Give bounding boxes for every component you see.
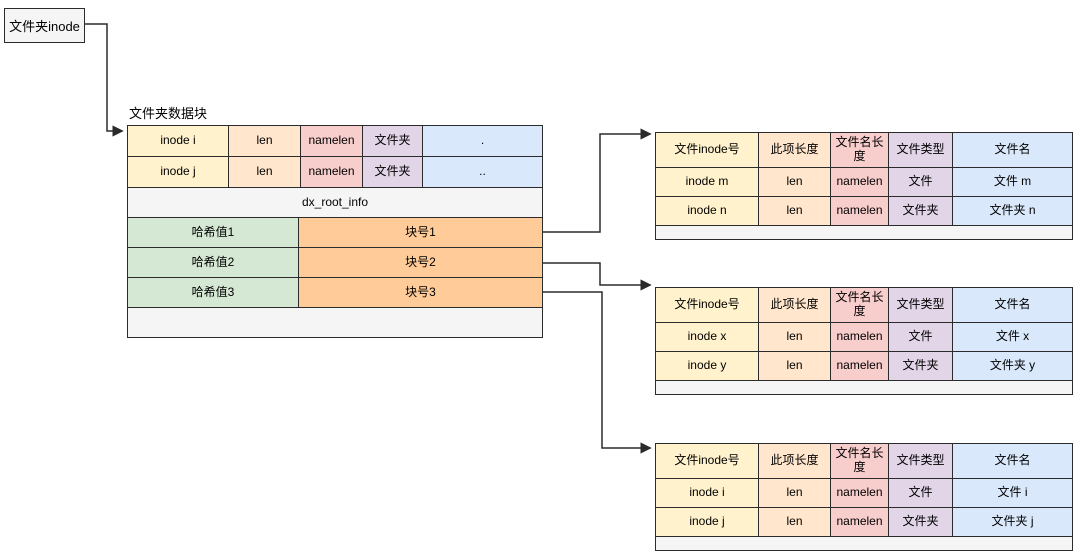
dirent-name-cell: 文件 m bbox=[952, 167, 1073, 196]
arrow-block3-to-table3 bbox=[543, 291, 652, 454]
dirent-len-cell: len bbox=[758, 478, 830, 507]
hash-block-row: 哈希值2 块号2 bbox=[127, 247, 543, 277]
dirent-len-cell: len bbox=[758, 507, 830, 536]
header-inode-cell: 文件inode号 bbox=[655, 287, 758, 322]
header-type-cell: 文件类型 bbox=[888, 443, 952, 478]
empty-cell bbox=[655, 380, 1073, 395]
empty-cell bbox=[655, 225, 1073, 240]
header-row: 文件inode号 此项长度 文件名长度 文件类型 文件名 bbox=[655, 287, 1073, 322]
empty-row bbox=[655, 380, 1073, 395]
empty-row bbox=[655, 536, 1073, 551]
header-namelen-cell: 文件名长度 bbox=[830, 287, 888, 322]
dirent-inode-cell: inode i bbox=[655, 478, 758, 507]
dirent-name-cell: . bbox=[422, 125, 543, 156]
dirent-row: inode i len namelen 文件夹 . bbox=[127, 125, 543, 156]
dirent-inode-cell: inode j bbox=[655, 507, 758, 536]
dirent-namelen-cell: namelen bbox=[830, 478, 888, 507]
dirent-row: inode x len namelen 文件 文件 x bbox=[655, 322, 1073, 351]
dirent-type-cell: 文件夹 bbox=[888, 351, 952, 380]
dx-root-info-cell: dx_root_info bbox=[127, 187, 543, 217]
header-len-cell: 此项长度 bbox=[758, 443, 830, 478]
dirent-type-cell: 文件 bbox=[888, 478, 952, 507]
dirent-row: inode m len namelen 文件 文件 m bbox=[655, 167, 1073, 196]
dirent-row: inode n len namelen 文件夹 文件夹 n bbox=[655, 196, 1073, 225]
hash-value-cell: 哈希值1 bbox=[127, 217, 298, 247]
dirent-row: inode y len namelen 文件夹 文件夹 y bbox=[655, 351, 1073, 380]
dirent-namelen-cell: namelen bbox=[300, 125, 362, 156]
dirent-len-cell: len bbox=[758, 351, 830, 380]
dirent-block-table-3: 文件inode号 此项长度 文件名长度 文件类型 文件名 inode i len… bbox=[655, 443, 1073, 551]
dirent-type-cell: 文件 bbox=[888, 322, 952, 351]
dirent-block-table-2: 文件inode号 此项长度 文件名长度 文件类型 文件名 inode x len… bbox=[655, 287, 1073, 395]
dirent-name-cell: 文件夹 n bbox=[952, 196, 1073, 225]
dirent-block-table-1: 文件inode号 此项长度 文件名长度 文件类型 文件名 inode m len… bbox=[655, 132, 1073, 240]
header-inode-cell: 文件inode号 bbox=[655, 443, 758, 478]
header-len-cell: 此项长度 bbox=[758, 287, 830, 322]
hash-block-row: 哈希值1 块号1 bbox=[127, 217, 543, 247]
dirent-len-cell: len bbox=[228, 156, 300, 187]
arrow-block1-to-table1 bbox=[543, 128, 652, 233]
block-number-cell: 块号1 bbox=[298, 217, 543, 247]
folder-inode-label: 文件夹inode bbox=[9, 19, 80, 34]
arrow-inode-to-data-block bbox=[85, 23, 124, 137]
dirent-namelen-cell: namelen bbox=[830, 351, 888, 380]
dirent-type-cell: 文件夹 bbox=[888, 196, 952, 225]
dirent-inode-cell: inode m bbox=[655, 167, 758, 196]
hash-block-row: 哈希值3 块号3 bbox=[127, 277, 543, 307]
dirent-namelen-cell: namelen bbox=[830, 507, 888, 536]
header-namelen-cell: 文件名长度 bbox=[830, 132, 888, 167]
dirent-inode-cell: inode y bbox=[655, 351, 758, 380]
header-len-cell: 此项长度 bbox=[758, 132, 830, 167]
dirent-name-cell: 文件夹 j bbox=[952, 507, 1073, 536]
dirent-row: inode j len namelen 文件夹 .. bbox=[127, 156, 543, 187]
empty-row bbox=[655, 225, 1073, 240]
header-row: 文件inode号 此项长度 文件名长度 文件类型 文件名 bbox=[655, 132, 1073, 167]
header-row: 文件inode号 此项长度 文件名长度 文件类型 文件名 bbox=[655, 443, 1073, 478]
header-inode-cell: 文件inode号 bbox=[655, 132, 758, 167]
dirent-name-cell: 文件 i bbox=[952, 478, 1073, 507]
dirent-len-cell: len bbox=[758, 322, 830, 351]
arrow-block2-to-table2 bbox=[543, 262, 652, 291]
dirent-type-cell: 文件夹 bbox=[888, 507, 952, 536]
dirent-name-cell: .. bbox=[422, 156, 543, 187]
dirent-row: inode i len namelen 文件 文件 i bbox=[655, 478, 1073, 507]
dirent-row: inode j len namelen 文件夹 文件夹 j bbox=[655, 507, 1073, 536]
dirent-namelen-cell: namelen bbox=[830, 196, 888, 225]
dirent-inode-cell: inode j bbox=[127, 156, 228, 187]
dirent-name-cell: 文件夹 y bbox=[952, 351, 1073, 380]
folder-inode-box: 文件夹inode bbox=[4, 8, 85, 43]
dirent-inode-cell: inode n bbox=[655, 196, 758, 225]
dirent-len-cell: len bbox=[758, 167, 830, 196]
dirent-namelen-cell: namelen bbox=[300, 156, 362, 187]
header-name-cell: 文件名 bbox=[952, 287, 1073, 322]
hash-value-cell: 哈希值3 bbox=[127, 277, 298, 307]
dirent-name-cell: 文件 x bbox=[952, 322, 1073, 351]
header-name-cell: 文件名 bbox=[952, 443, 1073, 478]
dirent-type-cell: 文件夹 bbox=[362, 156, 422, 187]
hash-value-cell: 哈希值2 bbox=[127, 247, 298, 277]
dirent-len-cell: len bbox=[758, 196, 830, 225]
block-number-cell: 块号2 bbox=[298, 247, 543, 277]
empty-row bbox=[127, 307, 543, 338]
dirent-namelen-cell: namelen bbox=[830, 167, 888, 196]
dirent-inode-cell: inode x bbox=[655, 322, 758, 351]
dirent-len-cell: len bbox=[228, 125, 300, 156]
dx-root-info-row: dx_root_info bbox=[127, 187, 543, 217]
header-name-cell: 文件名 bbox=[952, 132, 1073, 167]
dirent-inode-cell: inode i bbox=[127, 125, 228, 156]
dirent-type-cell: 文件夹 bbox=[362, 125, 422, 156]
dir-data-block-label: 文件夹数据块 bbox=[129, 106, 208, 121]
dirent-namelen-cell: namelen bbox=[830, 322, 888, 351]
empty-cell bbox=[127, 307, 543, 338]
dirent-type-cell: 文件 bbox=[888, 167, 952, 196]
header-type-cell: 文件类型 bbox=[888, 287, 952, 322]
header-namelen-cell: 文件名长度 bbox=[830, 443, 888, 478]
header-type-cell: 文件类型 bbox=[888, 132, 952, 167]
empty-cell bbox=[655, 536, 1073, 551]
block-number-cell: 块号3 bbox=[298, 277, 543, 307]
dir-data-block-table: inode i len namelen 文件夹 . inode j len na… bbox=[127, 125, 543, 338]
